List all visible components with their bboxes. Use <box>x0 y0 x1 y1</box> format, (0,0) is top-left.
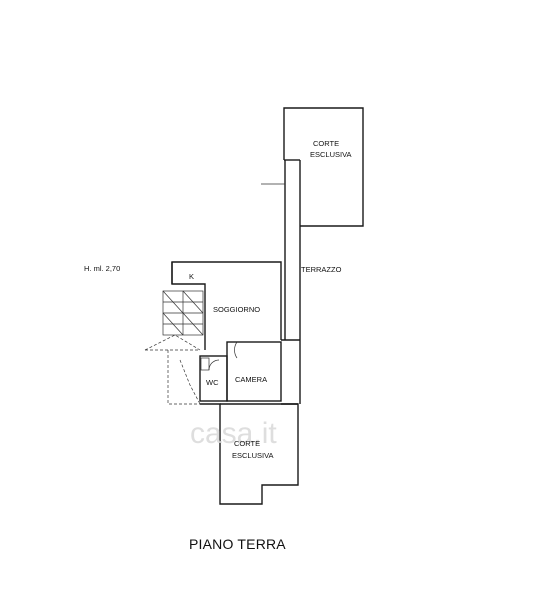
room-label-terrazzo: TERRAZZO <box>301 265 342 274</box>
apartment-walls <box>171 261 300 402</box>
room-label-corte-top-2: ESCLUSIVA <box>310 150 352 159</box>
room-label-corte-bottom-2: ESCLUSIVA <box>232 451 274 460</box>
room-label-kitchen: K <box>189 272 194 281</box>
room-label-corte-bottom-1: CORTE <box>234 439 260 448</box>
watermark: casa.it <box>190 417 277 450</box>
terrazzo-strip <box>261 160 301 404</box>
room-label-wc: WC <box>206 378 219 387</box>
room-label-soggiorno: SOGGIORNO <box>213 305 260 314</box>
height-note: H. ml. 2,70 <box>84 264 120 273</box>
plan-title: PIANO TERRA <box>189 536 286 552</box>
corte-esclusiva-top <box>283 107 364 227</box>
corte-esclusiva-bottom <box>200 403 299 505</box>
room-label-camera: CAMERA <box>235 375 267 384</box>
room-label-corte-top-1: CORTE <box>313 139 339 148</box>
staircase <box>144 290 204 405</box>
